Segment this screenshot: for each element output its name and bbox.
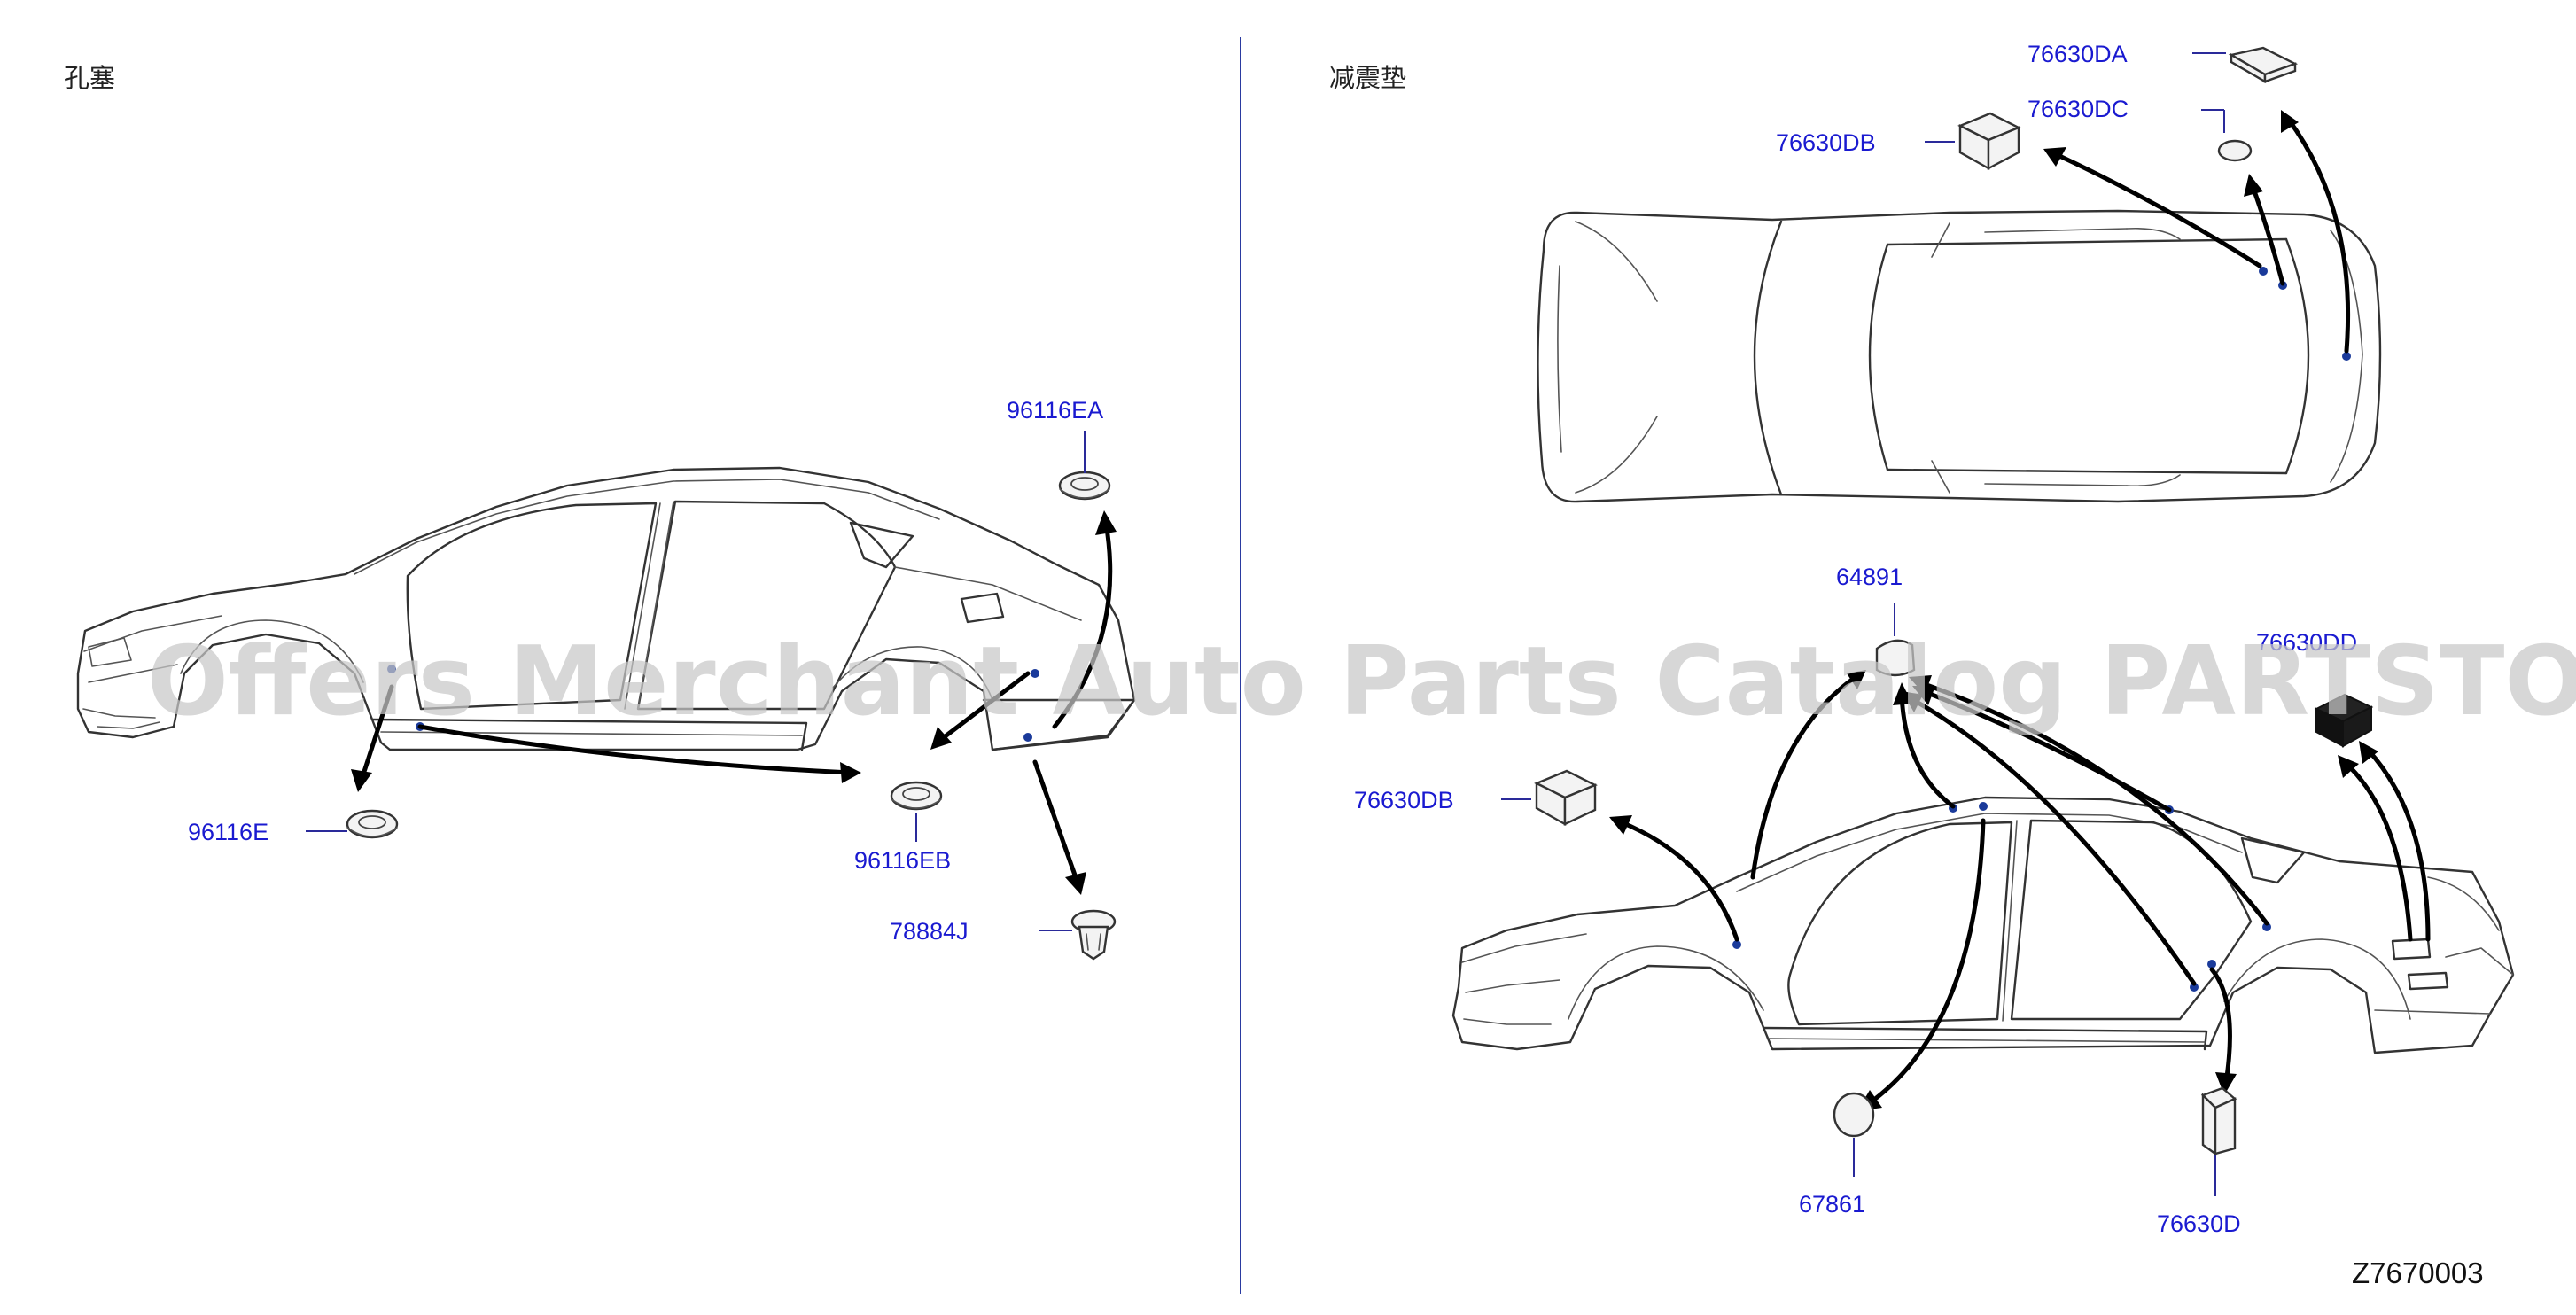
pad-76630DB-side: 76630DB bbox=[1354, 769, 1598, 827]
top-view-callout-arrows bbox=[2043, 110, 2351, 354]
label-76630DD: 76630DD bbox=[2256, 629, 2357, 656]
label-76630D: 76630D bbox=[2157, 1210, 2241, 1237]
right-panel-title: 减震垫 bbox=[1329, 63, 1406, 93]
label-96116E: 96116E bbox=[188, 819, 268, 845]
left-callout-arrows bbox=[351, 510, 1117, 895]
side-view-callout-arrows bbox=[1609, 670, 2431, 1111]
pad-76630D: 76630D bbox=[2157, 1086, 2241, 1237]
label-67861: 67861 bbox=[1799, 1191, 1865, 1218]
clip-78884J: 78884J bbox=[890, 909, 1117, 961]
pad-76630DD: 76630DD bbox=[2256, 629, 2374, 748]
pad-76630DB-top: 76630DB bbox=[1776, 112, 2021, 171]
diagram-code: Z7670003 bbox=[2352, 1257, 2484, 1289]
left-car-side-view bbox=[76, 466, 1136, 751]
pad-67861: 67861 bbox=[1799, 1092, 1875, 1218]
grommet-96116EA: 96116EA bbox=[1007, 397, 1111, 501]
label-76630DB-side: 76630DB bbox=[1354, 787, 1454, 813]
pad-76630DC: 76630DC bbox=[2027, 96, 2253, 162]
label-78884J: 78884J bbox=[890, 918, 969, 945]
pad-76630DA: 76630DA bbox=[2027, 41, 2299, 84]
right-car-side-view bbox=[1451, 796, 2515, 1054]
watermark-text: Offers Merchant Auto Parts Catalog PARTS… bbox=[147, 626, 2576, 737]
left-mount-points bbox=[387, 665, 1039, 742]
label-96116EB: 96116EB bbox=[854, 847, 951, 874]
right-car-top-view bbox=[1537, 209, 2382, 503]
label-76630DB-top: 76630DB bbox=[1776, 129, 1876, 156]
grommet-96116EB: 96116EB bbox=[854, 781, 951, 874]
grommet-96116E: 96116E bbox=[188, 809, 399, 845]
label-76630DC: 76630DC bbox=[2027, 96, 2129, 122]
label-64891: 64891 bbox=[1836, 564, 1903, 590]
pad-64891: 64891 bbox=[1836, 564, 1916, 677]
label-96116EA: 96116EA bbox=[1007, 397, 1103, 424]
left-panel-title: 孔塞 bbox=[64, 63, 115, 93]
label-76630DA: 76630DA bbox=[2027, 41, 2128, 67]
